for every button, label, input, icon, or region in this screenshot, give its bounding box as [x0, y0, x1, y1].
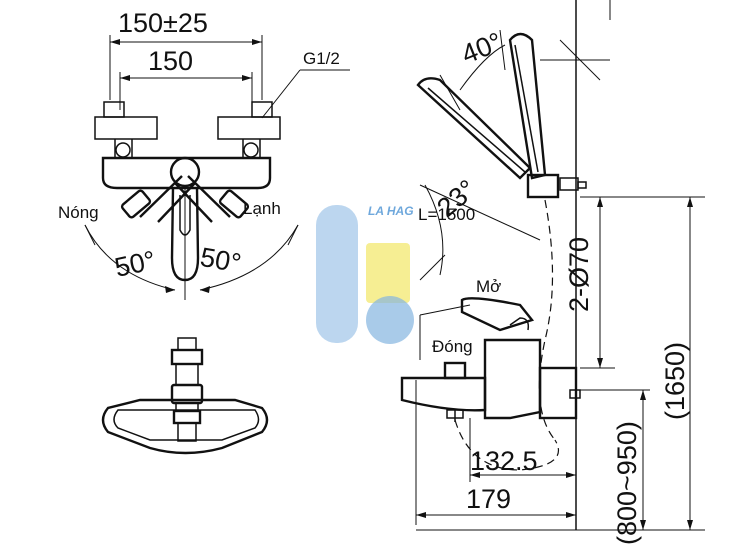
watermark-logo	[316, 205, 414, 344]
dim-total-height: (1650)	[660, 342, 690, 420]
label-head-angle: 40°	[457, 27, 506, 70]
label-open: Mở	[476, 277, 501, 296]
watermark-text: LA HAG	[368, 204, 414, 218]
label-cold: Lạnh	[243, 199, 281, 218]
label-angle-left: 50°	[112, 245, 158, 283]
dim-depth-total: 179	[466, 484, 511, 514]
dim-width-tolerance: 150±25	[118, 8, 208, 38]
label-hose-length: L=1500	[418, 205, 475, 224]
label-hot: Nóng	[58, 203, 99, 222]
dim-mount-holes: 2-Ø70	[564, 237, 594, 312]
dim-mount-height: (800~950)	[612, 421, 642, 545]
bottom-view	[101, 337, 269, 455]
dim-depth-spout: 132.5	[470, 446, 538, 476]
label-thread: G1/2	[303, 49, 340, 68]
side-view	[400, 0, 705, 531]
label-close: Đóng	[432, 337, 473, 356]
dim-width: 150	[148, 46, 193, 76]
label-angle-right: 50°	[198, 242, 243, 279]
front-view	[84, 35, 350, 300]
